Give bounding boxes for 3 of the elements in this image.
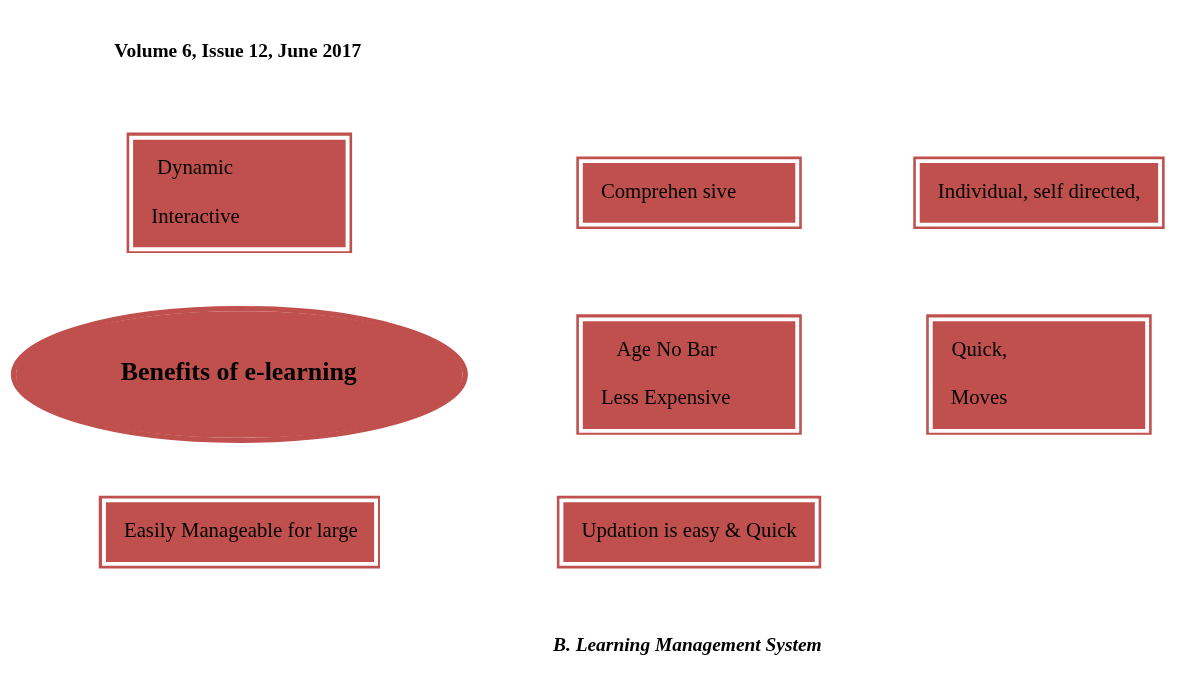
label: Volume 6, Issue 12, June 2017 (114, 39, 362, 61)
node-ellipse: Benefits of e-learning (10, 305, 468, 443)
label: B. Learning Management System (552, 633, 822, 655)
